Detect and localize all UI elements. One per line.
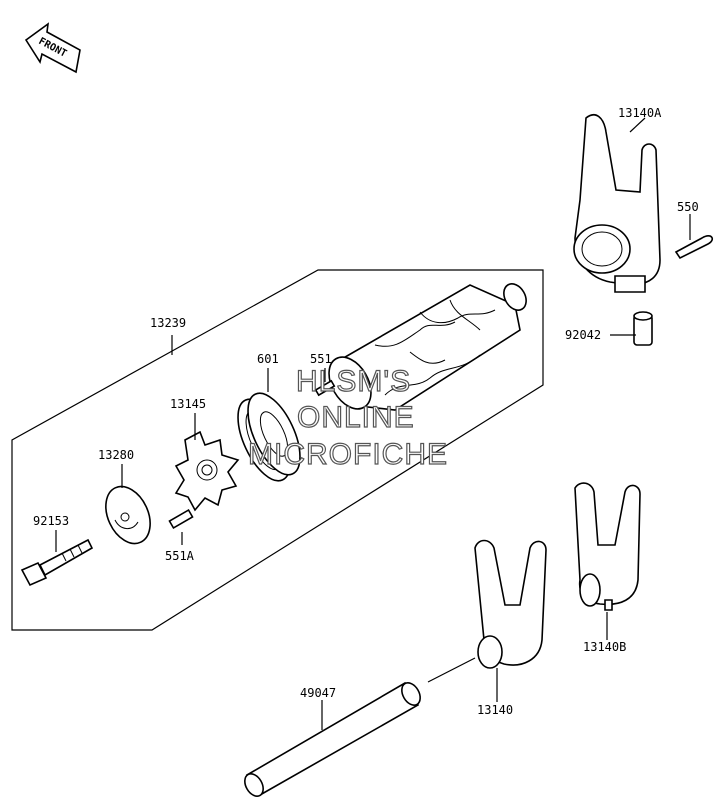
label-13280: 13280 <box>98 448 134 462</box>
label-551a: 551A <box>165 549 195 563</box>
assembly-outline <box>11 269 544 631</box>
watermark: HLSM'S ONLINE MICROFICHE <box>247 364 448 471</box>
shift-drum <box>328 283 527 411</box>
front-arrow-icon: FRONT <box>24 22 81 74</box>
label-49047: 49047 <box>300 686 336 700</box>
shaft-49047 <box>244 681 421 797</box>
star-gear-13145 <box>174 430 240 512</box>
leader-lines <box>55 117 691 730</box>
watermark-line-1: HLSM'S <box>296 365 411 398</box>
pin-551 <box>314 379 336 397</box>
label-92153: 92153 <box>33 514 69 528</box>
label-551: 551 <box>310 352 332 366</box>
label-13140a: 13140A <box>618 106 662 120</box>
watermark-line-2: ONLINE <box>297 401 415 434</box>
label-13239: 13239 <box>150 316 186 330</box>
watermark-line-3: MICROFICHE <box>248 438 448 471</box>
label-550: 550 <box>677 200 699 214</box>
bolt-92153 <box>20 538 94 587</box>
label-92042: 92042 <box>565 328 601 342</box>
pin-551a <box>168 508 194 530</box>
cotter-pin-550 <box>674 235 714 260</box>
label-601: 601 <box>257 352 279 366</box>
part-labels: 13140A 550 92042 13239 601 551 13145 132… <box>33 106 699 717</box>
plate-13280 <box>105 485 151 545</box>
bearing-601 <box>237 392 301 482</box>
shift-fork-13140b <box>574 482 641 611</box>
shift-fork-13140 <box>474 539 547 669</box>
pin-92042 <box>633 311 653 346</box>
shift-fork-13140a <box>573 114 661 293</box>
label-13140b: 13140B <box>583 640 626 654</box>
label-13140: 13140 <box>477 703 513 717</box>
label-13145: 13145 <box>170 397 206 411</box>
